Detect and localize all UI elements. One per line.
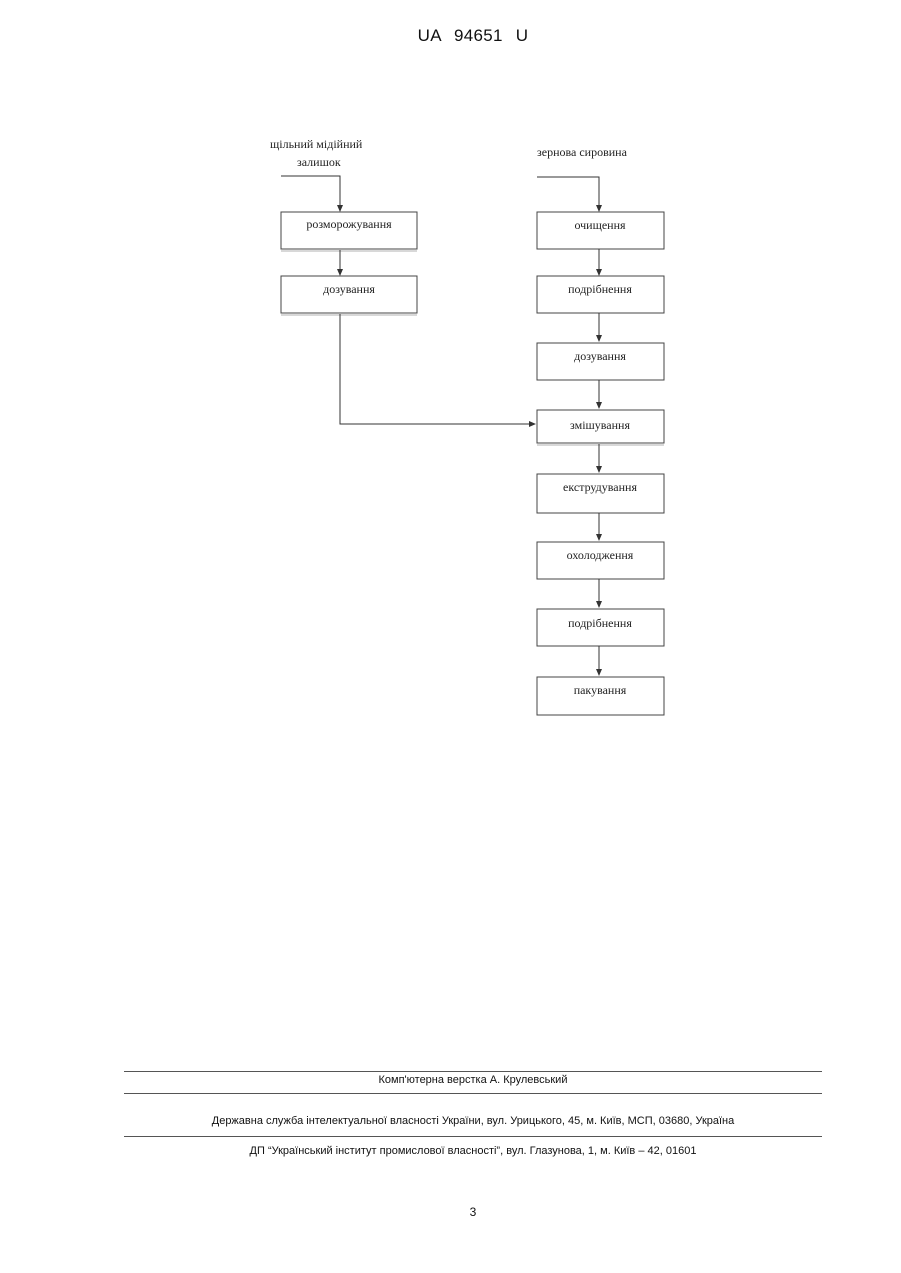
- step-box-grinding: подрібнення: [537, 276, 664, 313]
- step-label: екструдування: [563, 480, 637, 494]
- step-label: очищення: [574, 218, 626, 232]
- step-label: подрібнення: [568, 616, 632, 630]
- step-box-defrosting: розморожування: [281, 212, 417, 251]
- right-input-arrow: [537, 177, 599, 211]
- left-input-arrow: [281, 176, 340, 211]
- left-input-label-line2: залишок: [297, 155, 341, 169]
- page-number: 3: [0, 1205, 901, 1219]
- step-box-cooling: охолодження: [537, 542, 664, 579]
- step-label: дозування: [574, 349, 626, 363]
- step-box-dosing-right: дозування: [537, 343, 664, 380]
- footer-divider: [124, 1071, 822, 1072]
- step-box-mixing: змішування: [537, 410, 664, 445]
- step-label: охолодження: [567, 548, 634, 562]
- footer-typesetting: Комп'ютерна верстка А. Крулевський: [124, 1074, 822, 1086]
- footer-agency: Державна служба інтелектуальної власност…: [124, 1115, 822, 1127]
- process-flow-diagram: щільний мідійний залишок зернова сировин…: [0, 0, 901, 760]
- step-label: пакування: [574, 683, 627, 697]
- step-label: подрібнення: [568, 282, 632, 296]
- step-box-grinding-final: подрібнення: [537, 609, 664, 646]
- step-label: змішування: [570, 418, 630, 432]
- step-box-cleaning: очищення: [537, 212, 664, 249]
- step-box-packaging: пакування: [537, 677, 664, 715]
- step-box-extrusion: екструдування: [537, 474, 664, 513]
- footer-divider: [124, 1136, 822, 1137]
- footer-divider: [124, 1093, 822, 1094]
- step-label: розморожування: [306, 217, 392, 231]
- step-box-dosing-left: дозування: [281, 276, 417, 315]
- merge-arrow: [340, 314, 535, 424]
- step-label: дозування: [323, 282, 375, 296]
- right-input-label: зернова сировина: [537, 145, 628, 159]
- footer-institute: ДП “Український інститут промислової вла…: [124, 1145, 822, 1157]
- left-input-label-line1: щільний мідійний: [270, 137, 363, 151]
